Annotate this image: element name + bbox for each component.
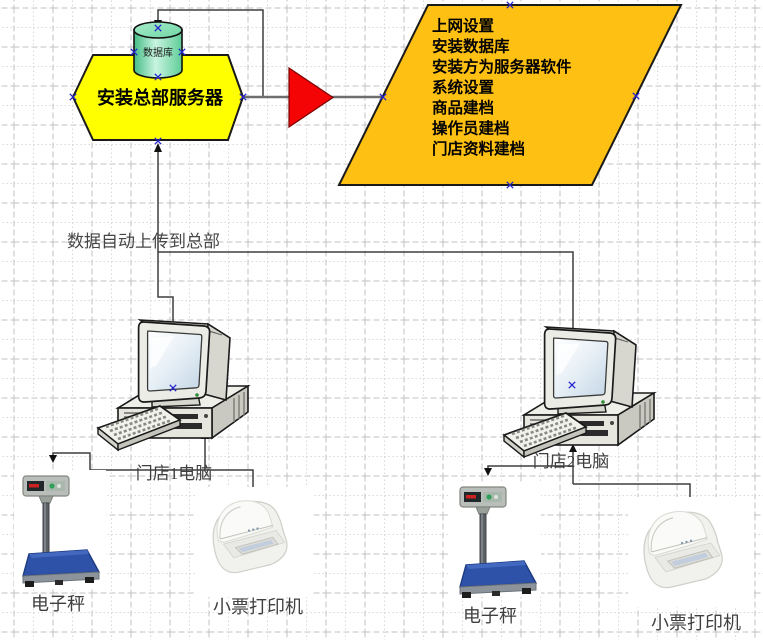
connection-point [239,93,247,101]
connection-point [130,48,138,56]
setup-tasks-list: 上网设置 安装数据库 安装方为服务器软件 系统设置 商品建档 操作员建档 门店资… [432,17,572,158]
setup-task-line: 操作员建档 [432,119,510,138]
connection-point [69,93,77,101]
connection-point [154,73,162,81]
shape-flow-arrow[interactable] [288,66,335,129]
connector-loop-to-database[interactable] [157,9,264,96]
connection-point [169,384,177,392]
printer1-label: 小票打印机 [213,597,303,617]
device-printer-store1[interactable] [212,500,288,574]
database-label: 数据库 [143,46,173,59]
connection-point [506,1,514,9]
arrowhead-to-scale2 [484,468,492,476]
connector-to-scale2[interactable] [487,465,573,468]
setup-task-line: 安装方为服务器软件 [432,57,572,76]
scale2-label: 电子秤 [463,606,517,626]
connector-to-scale1[interactable] [52,452,91,470]
setup-task-line: 系统设置 [432,78,494,97]
connector-drop-pc1[interactable] [157,252,174,322]
shape-hq-server[interactable]: 安装总部服务器 [71,54,245,141]
setup-task-line: 门店资料建档 [432,139,525,158]
device-printer-store2[interactable] [643,510,723,589]
connection-point [178,48,186,56]
setup-task-line: 商品建档 [432,98,494,117]
upload-note-label: 数据自动上传到总部 [67,232,220,251]
connection-point [379,93,387,101]
arrowhead-to-scale1 [49,455,57,463]
arrowhead-into-pc2 [569,444,577,452]
connectors[interactable] [52,9,691,502]
store1-pc-label: 门店1电脑 [136,464,213,483]
connection-point [154,24,162,32]
setup-task-line: 上网设置 [432,17,494,35]
connection-point [568,381,576,389]
hq-server-label: 安装总部服务器 [97,87,224,108]
shape-setup-tasks[interactable]: 上网设置 安装数据库 安装方为服务器软件 系统设置 商品建档 操作员建档 门店资… [337,4,683,186]
connection-point [506,181,514,189]
printer2-label: 小票打印机 [651,613,741,633]
connector-main-bus[interactable] [158,251,574,340]
connection-points [69,1,640,392]
setup-task-line: 安装数据库 [432,37,510,56]
connection-point [632,92,640,100]
connection-point [154,137,162,145]
scale1-label: 电子秤 [31,594,85,614]
arrowhead-into-hexagon [154,143,162,152]
store2-pc-label: 门店2电脑 [533,452,610,471]
connector-to-printer2[interactable] [573,483,691,502]
connector-left-bus[interactable] [90,469,254,489]
shape-database[interactable]: 数据库 [133,21,183,79]
